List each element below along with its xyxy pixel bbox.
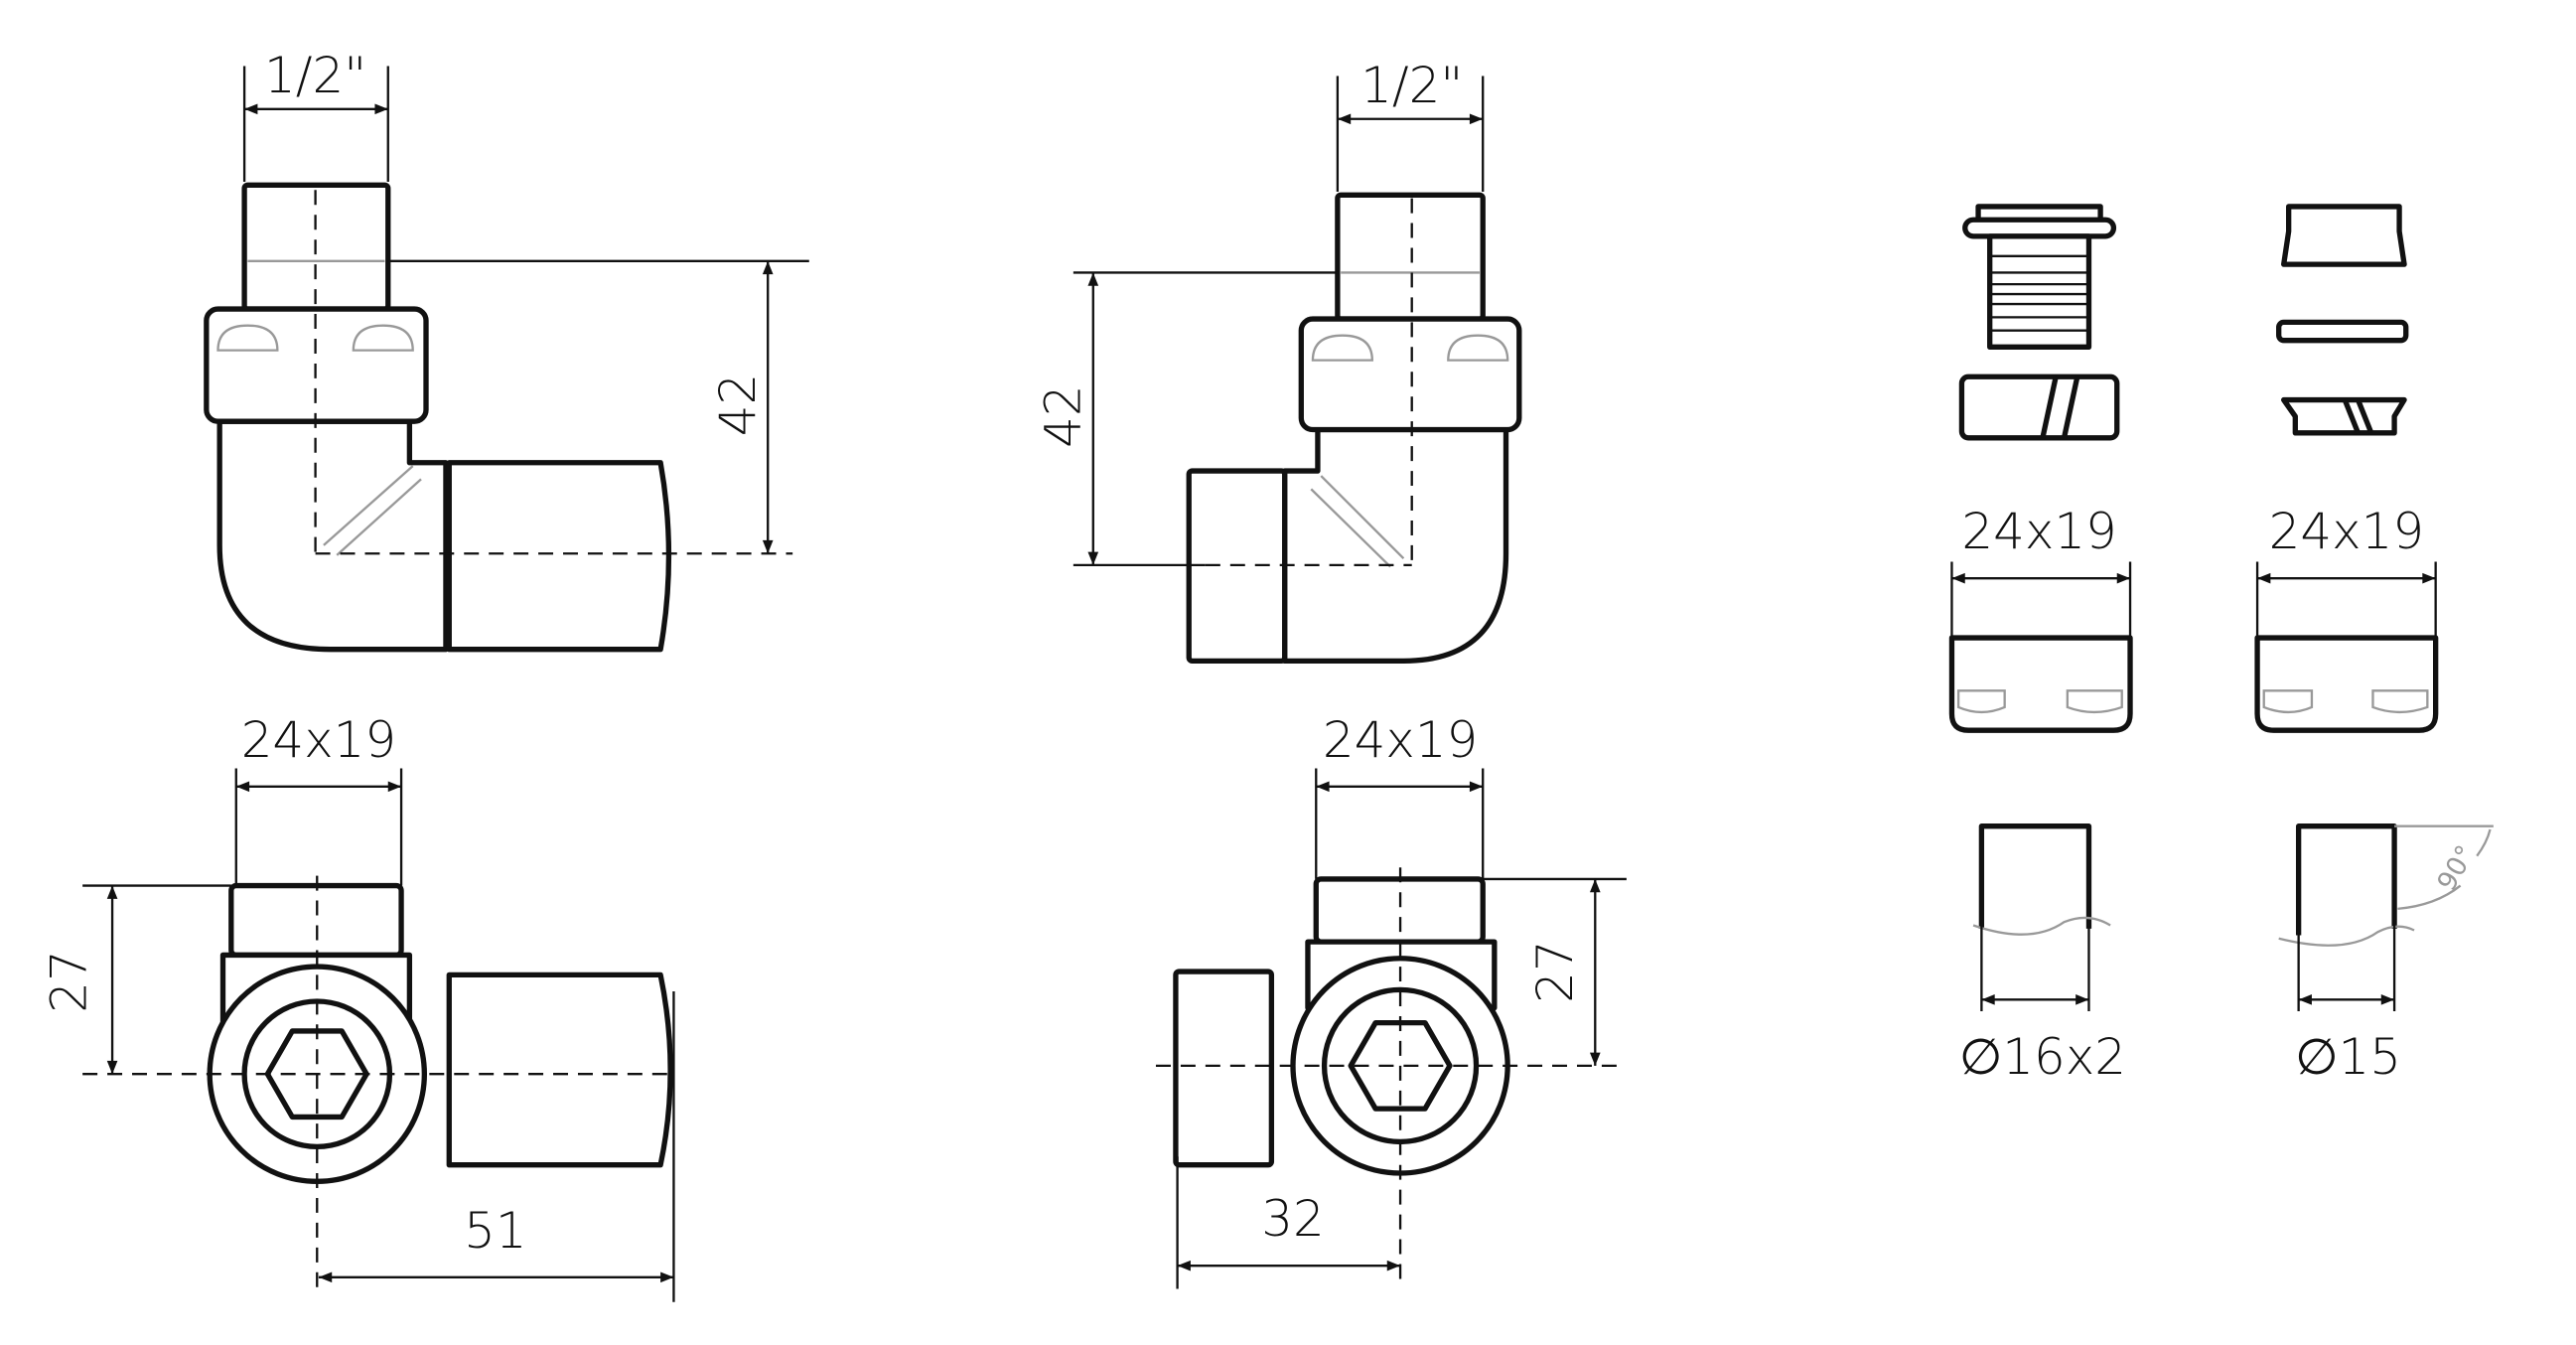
side-view-left: 1/2" 42 <box>204 47 809 653</box>
top-view-left: 24x19 27 51 <box>40 711 677 1302</box>
thread-dimension-label: 1/2" <box>1360 57 1463 114</box>
height-dimension-label: 27 <box>1526 940 1584 1002</box>
parts-right: 24x19 90° ∅15 <box>2254 204 2494 1086</box>
nut-dimension-label: 24x19 <box>1961 503 2116 560</box>
length-dimension-label: 51 <box>464 1202 526 1260</box>
top-view-right: 24x19 27 32 <box>1155 711 1627 1289</box>
side-view-right: 1/2" 42 <box>1034 57 1522 665</box>
pipe-dimension-label: ∅15 <box>2295 1028 2401 1086</box>
height-dimension-label: 42 <box>709 374 767 436</box>
angle-label: 90° <box>2431 840 2481 896</box>
parts-left: 24x19 ∅16x2 <box>1948 204 2133 1086</box>
nut-dimension-label: 24x19 <box>2269 503 2424 560</box>
length-dimension-label: 32 <box>1261 1190 1324 1248</box>
nut-dimension-label: 24x19 <box>1323 711 1478 769</box>
height-dimension-label: 27 <box>40 950 97 1012</box>
height-dimension-label: 42 <box>1034 384 1091 447</box>
thread-dimension-label: 1/2" <box>264 47 366 104</box>
nut-dimension-label: 24x19 <box>241 711 396 769</box>
pipe-dimension-label: ∅16x2 <box>1959 1028 2126 1086</box>
